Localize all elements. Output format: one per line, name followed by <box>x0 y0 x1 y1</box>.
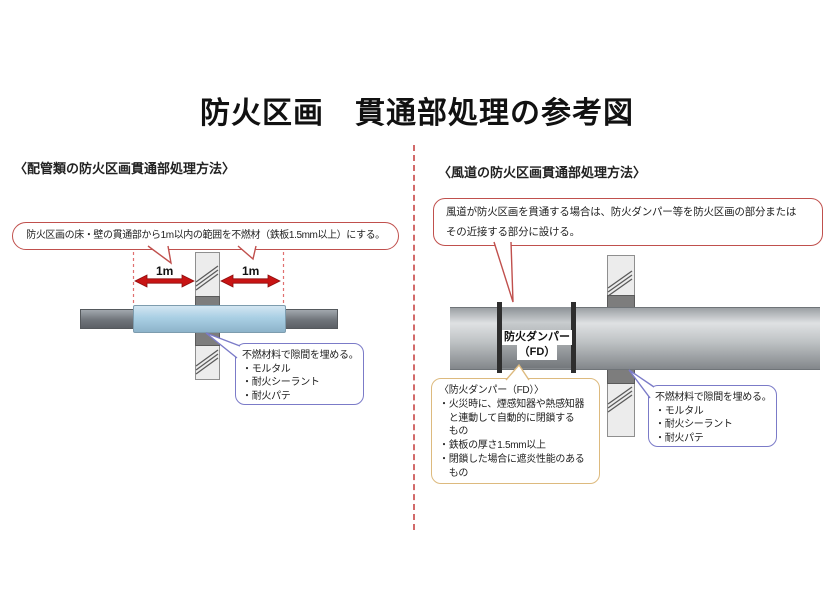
fd-spec-box: 〈防火ダンパー（FD）〉 ・火災時に、煙感知器や熱感知器 と連動して自動的に閉鎖… <box>431 378 600 484</box>
left-rule-note-text: 防火区画の床・壁の貫通部から1m以内の範囲を不燃材（鉄板1.5mm以上）にする。 <box>26 230 385 241</box>
callout-item: ・耐火パテ <box>655 432 704 444</box>
callout-title: 不燃材料で隙間を埋める。 <box>242 350 359 361</box>
right-section-header: 〈風道の防火区画貫通部処理方法〉 <box>438 165 647 180</box>
right-fill-gap-callout: 不燃材料で隙間を埋める。 ・モルタル ・耐火シーラント ・耐火パテ <box>648 385 777 447</box>
callout-title: 不燃材料で隙間を埋める。 <box>655 392 772 403</box>
fd-spec-title: 〈防火ダンパー（FD）〉 <box>439 385 544 396</box>
fd-spec-line: ・火災時に、煙感知器や熱感知器 <box>439 398 585 410</box>
right-rule-note-box: 風道が防火区画を貫通する場合は、防火ダンパー等を防火区画の部分または その近接す… <box>433 198 823 246</box>
fd-spec-line: と連動して自動的に閉鎖する <box>439 412 575 424</box>
fd-spec-line: もの <box>439 426 469 438</box>
callout-item: ・モルタル <box>655 405 704 417</box>
damper-label-line2: （FD） <box>516 345 558 360</box>
fd-spec-line: もの <box>439 467 469 479</box>
right-note-leader-tail <box>493 241 514 303</box>
fd-spec-line: ・鉄板の厚さ1.5mm以上 <box>439 440 546 452</box>
left-rule-note-box: 防火区画の床・壁の貫通部から1m以内の範囲を不燃材（鉄板1.5mm以上）にする。 <box>12 222 399 250</box>
damper-flange-right <box>571 302 576 373</box>
callout-item: ・耐火シーラント <box>242 377 320 388</box>
dimension-label-right: 1m <box>242 264 260 278</box>
page-title: 防火区画 貫通部処理の参考図 <box>200 97 634 130</box>
right-rule-note-line2: その近接する部分に設ける。 <box>446 226 580 238</box>
callout-item: ・耐火シーラント <box>655 419 733 430</box>
right-rule-note-line1: 風道が防火区画を貫通する場合は、防火ダンパー等を防火区画の部分または <box>446 206 797 218</box>
callout-item: ・耐火パテ <box>242 390 291 402</box>
fd-spec-line: ・閉鎖した場合に遮炎性能のある <box>439 453 585 465</box>
dimension-label-left: 1m <box>156 264 174 278</box>
left-section-header: 〈配管類の防火区画貫通部処理方法〉 <box>14 161 236 176</box>
noncombustible-sleeve <box>133 305 286 333</box>
damper-label-line1: 防火ダンパー <box>502 330 572 345</box>
left-fill-gap-callout: 不燃材料で隙間を埋める。 ・モルタル ・耐火シーラント ・耐火パテ <box>235 343 364 405</box>
damper-flange-left <box>497 302 502 373</box>
callout-item: ・モルタル <box>242 363 291 375</box>
damper-label: 防火ダンパー （FD） <box>501 330 573 360</box>
section-divider <box>413 145 415 530</box>
